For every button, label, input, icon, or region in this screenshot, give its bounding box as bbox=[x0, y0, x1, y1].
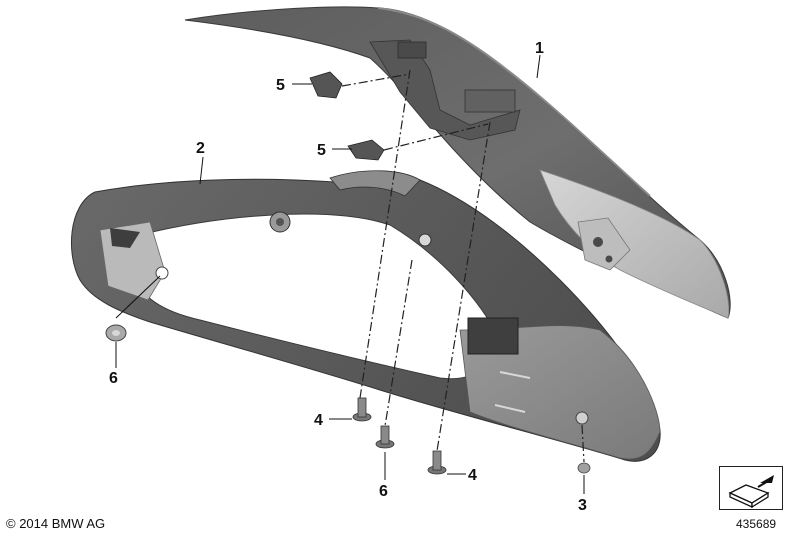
callout-6-left: 6 bbox=[109, 370, 118, 387]
part-2-frame bbox=[71, 170, 661, 462]
copyright-text: © 2014 BMW AG bbox=[6, 516, 106, 531]
callout-5-upper: 5 bbox=[276, 77, 285, 94]
figure-number: 435689 bbox=[736, 517, 777, 531]
part-4-screw-right bbox=[427, 450, 447, 475]
part-5-clip-lower bbox=[347, 139, 385, 161]
callout-3: 3 bbox=[578, 497, 587, 514]
part-6-nut-left bbox=[105, 324, 127, 342]
leader-lines bbox=[115, 54, 585, 494]
callout-1: 1 bbox=[535, 40, 544, 57]
callout-4-right: 4 bbox=[468, 467, 477, 484]
part-4-screw-left bbox=[352, 397, 372, 422]
part-5-clip-upper bbox=[309, 71, 343, 99]
callout-2: 2 bbox=[196, 140, 205, 157]
callout-6-bottom: 6 bbox=[379, 483, 388, 500]
callout-5-lower: 5 bbox=[317, 142, 326, 159]
assembly-lines bbox=[341, 69, 585, 463]
cover-screw-hole bbox=[605, 255, 613, 263]
cover-screw-hole bbox=[593, 237, 603, 247]
part-1-cover bbox=[184, 6, 731, 319]
view-orientation-box bbox=[719, 466, 783, 510]
part-6-screw bbox=[375, 425, 395, 449]
orientation-icon bbox=[728, 475, 774, 509]
callout-4-left: 4 bbox=[314, 412, 323, 429]
callout-labels: 1 2 5 5 6 4 6 4 3 bbox=[109, 40, 587, 514]
part-3-nut bbox=[577, 462, 591, 474]
